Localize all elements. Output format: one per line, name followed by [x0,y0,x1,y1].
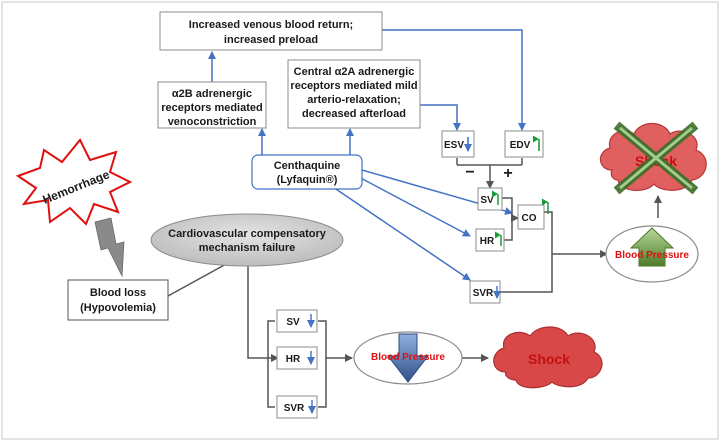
cv-failure-line-2: mechanism failure [199,242,296,254]
gray-connectors [167,158,662,408]
blood-loss-box: Blood loss (Hypovolemia) [67,279,169,321]
hr-label-upper: HR [480,236,495,247]
sv-label-upper: SV [480,195,494,206]
cv-failure-line-1: Cardiovascular compensatory [168,228,327,240]
alpha2b-line-3: venoconstriction [168,116,257,128]
sv-box-upper: SV [477,187,503,211]
cloud-shape-lower [493,326,603,389]
alpha2b-box: α2B adrenergic receptors mediated venoco… [157,81,267,129]
blood-loss-line-1: Blood loss [90,287,146,299]
alpha2a-line-1: Central α2A adrenergic [294,66,415,78]
arrow-venous-return-to-edv [382,29,526,131]
minus-sign: − [465,164,474,181]
sv-box-lower: SV [276,309,318,333]
centhaquine-box: Centhaquine (Lyfaquin®) [251,154,363,190]
edv-label: EDV [510,140,531,151]
svr-box-lower: SVR [276,395,318,419]
bp-label-lower: Blood Pressure [371,352,445,363]
hemorrhage-burst: Hemorrhage [15,138,133,226]
centhaquine-line-1: Centhaquine [274,160,341,172]
sv-label-lower: SV [286,317,300,328]
alpha2b-line-2: receptors mediated [161,102,262,114]
arrow-alpha2a-to-esv [420,104,461,131]
esv-box: ESV [441,130,475,158]
hr-box-lower: HR [276,346,318,370]
bp-label-upper: Blood Pressure [615,250,689,261]
venous-return-line-1: Increased venous blood return; [189,19,353,31]
alpha2a-box: Central α2A adrenergic receptors mediate… [287,59,421,129]
arrow-centhaquine-to-svr [329,184,471,281]
venous-return-line-2: increased preload [224,34,318,46]
alpha2a-line-3: arterio-relaxation; [307,94,401,106]
esv-label: ESV [444,140,464,151]
arrow-centhaquine-to-hr [354,174,471,237]
cv-failure-ellipse: Cardiovascular compensatory mechanism fa… [150,213,344,267]
svr-box-upper: SVR [469,280,501,304]
co-box: CO [517,198,549,230]
venous-return-box: Increased venous blood return; increased… [159,11,383,51]
shock-label-lower: Shock [528,351,570,367]
centhaquine-line-2: (Lyfaquin®) [277,174,338,186]
shock-cloud-upper: Shock [599,121,707,195]
alpha2b-line-1: α2B adrenergic [172,88,252,100]
cross-out-x-highlight [619,126,693,190]
co-label: CO [522,213,537,224]
hr-label-lower: HR [286,354,301,365]
lower-left-bracket [267,320,275,408]
edv-box: EDV [504,130,544,158]
lightning-bolt-icon [94,217,125,278]
blood-loss-line-2: (Hypovolemia) [80,302,156,314]
alpha2a-line-4: decreased afterload [302,108,406,120]
lower-right-bracket [318,320,327,408]
alpha2a-line-2: receptors mediated mild [290,80,417,92]
svr-label-upper: SVR [473,288,494,299]
plus-sign: + [503,165,512,182]
bp-up-arrow-icon [629,227,675,267]
hr-box-upper: HR [475,228,505,252]
blood-pressure-lower: Blood Pressure [353,331,463,385]
blood-pressure-upper: Blood Pressure [605,225,699,283]
shock-cloud-lower: Shock [493,326,603,389]
bp-down-arrow-icon [386,333,430,383]
svr-label-lower: SVR [284,403,305,414]
